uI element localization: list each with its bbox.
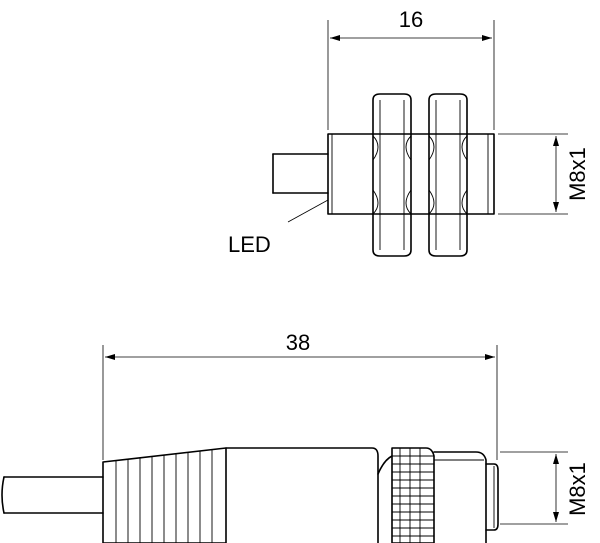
hex-nut-right — [428, 93, 468, 257]
sensor-top-view: 16 M8x1 LED — [228, 7, 590, 257]
dim-label-thread-top: M8x1 — [565, 147, 590, 201]
connector-bottom-view: 38 M8x1 — [1, 330, 590, 543]
dim-length-top: 16 — [327, 7, 495, 130]
connector-housing — [225, 447, 393, 543]
dim-thread-top: M8x1 — [498, 133, 590, 215]
socket-face — [485, 463, 499, 531]
dim-label-38: 38 — [286, 330, 310, 355]
dim-length-bottom: 38 — [102, 330, 498, 460]
knurled-coupling-nut — [391, 447, 435, 543]
dim-thread-bottom: M8x1 — [500, 451, 590, 525]
dim-label-16: 16 — [399, 7, 423, 32]
connector-cable — [1, 476, 104, 514]
dim-label-thread-bottom: M8x1 — [565, 462, 590, 516]
sensor-cable — [272, 153, 329, 194]
coupling-nut-front — [433, 451, 487, 543]
hex-nut-left — [372, 93, 412, 257]
led-callout: LED — [228, 199, 329, 257]
strain-relief — [102, 447, 227, 543]
led-label: LED — [228, 232, 271, 257]
